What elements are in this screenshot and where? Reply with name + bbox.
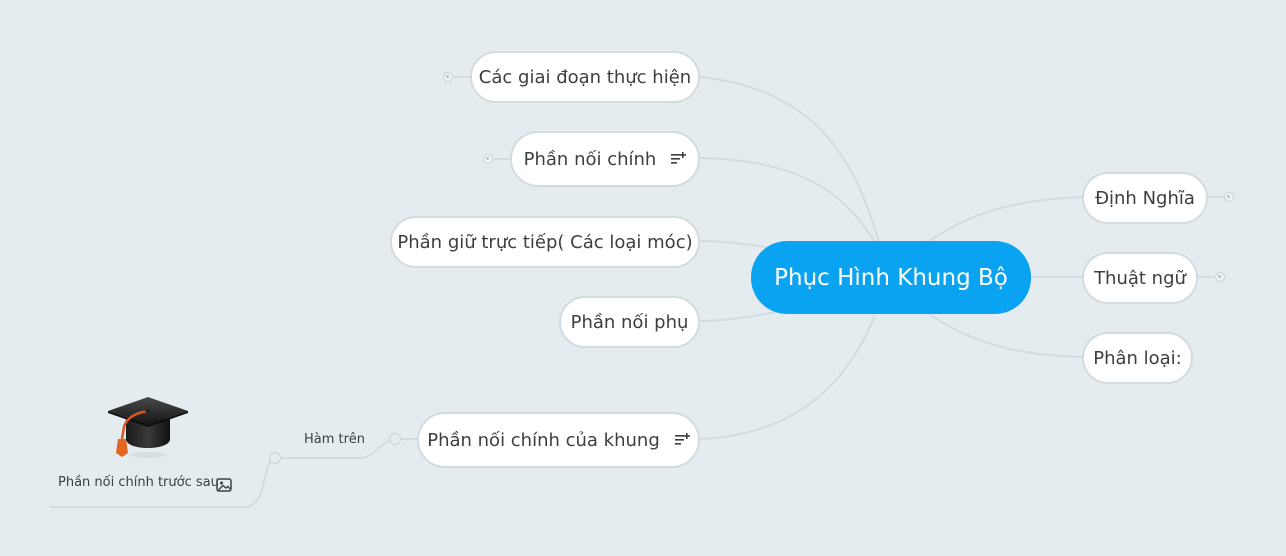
- edge-root-dinh-nghia: [927, 196, 1084, 243]
- topic-phan-noi-phu[interactable]: Phần nối phụ: [559, 296, 700, 348]
- topic-label: Phần nối phụ: [570, 311, 689, 333]
- topic-label: Phần giữ trực tiếp( Các loại móc): [397, 231, 693, 253]
- topic-label: Phần nối chính: [523, 148, 657, 170]
- note-icon[interactable]: [670, 151, 687, 167]
- central-topic[interactable]: Phục Hình Khung Bộ: [751, 241, 1031, 314]
- topic-cac-giai-doan[interactable]: Các giai đoạn thực hiện: [470, 51, 700, 103]
- edge-root-noi-phu: [699, 311, 776, 322]
- topic-phan-loai[interactable]: Phân loại:: [1082, 332, 1193, 384]
- collapse-toggle-icon[interactable]: [1224, 192, 1234, 202]
- topic-phan-giu-truc-tiep[interactable]: Phần giữ trực tiếp( Các loại móc): [390, 216, 700, 268]
- collapse-toggle-icon[interactable]: [1215, 272, 1225, 282]
- edge-root-phan-loai: [927, 312, 1084, 358]
- collapse-toggle-icon[interactable]: [483, 154, 493, 164]
- topic-label: Thuật ngữ: [1094, 267, 1186, 289]
- edge-root-giu-truc-tiep: [699, 240, 771, 249]
- edge-root-noi-chinh: [699, 157, 879, 248]
- edge-root-giai-doan: [699, 76, 881, 246]
- branch-connector-circle[interactable]: [389, 433, 401, 445]
- topic-dinh-nghia[interactable]: Định Nghĩa: [1082, 172, 1208, 224]
- topic-phan-noi-chinh-cua-khung[interactable]: Phần nối chính của khung: [417, 412, 700, 468]
- topic-label: Phần nối chính của khung: [427, 429, 660, 451]
- topic-thuat-ngu[interactable]: Thuật ngữ: [1082, 252, 1198, 304]
- topic-label: Các giai đoạn thực hiện: [478, 66, 692, 88]
- topic-phan-noi-chinh[interactable]: Phần nối chính: [510, 131, 700, 187]
- central-topic-label: Phục Hình Khung Bộ: [774, 264, 1008, 291]
- topic-label: Định Nghĩa: [1095, 187, 1195, 209]
- edge-root-noi-chinh-khung: [699, 314, 876, 440]
- subtopic-ham-tren[interactable]: Hàm trên: [304, 432, 365, 447]
- topic-label: Phân loại:: [1093, 347, 1182, 369]
- collapse-toggle-icon[interactable]: [443, 72, 453, 82]
- graduation-cap-icon[interactable]: [104, 393, 192, 461]
- note-icon[interactable]: [674, 432, 690, 448]
- image-icon[interactable]: [216, 478, 232, 492]
- subtopic-phan-noi-chinh-truoc-sau[interactable]: Phần nối chính trước sau: [58, 475, 219, 490]
- branch-connector-circle[interactable]: [269, 452, 281, 464]
